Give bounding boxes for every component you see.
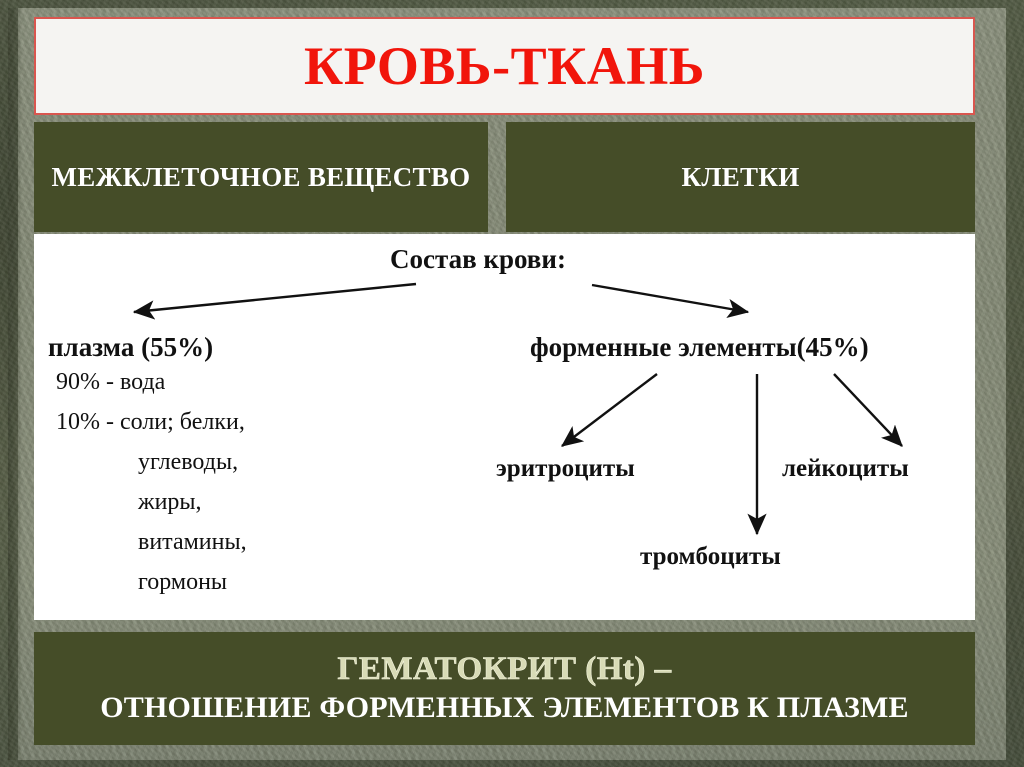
arrow-root-to-plasma (132, 282, 417, 320)
header-label-intercellular-substance: МЕЖКЛЕТОЧНОЕ ВЕЩЕСТВО (51, 161, 471, 192)
arrow-formed-to-leukocytes (833, 373, 903, 447)
plasma-composition-list: 90% - вода 10% - соли; белки, углеводы, … (56, 370, 247, 610)
list-item: 10% - соли; белки, (56, 409, 245, 435)
list-item: витамины, (138, 529, 247, 555)
footer-banner: ГЕМАТОКРИТ (Ht) – ОТНОШЕНИЕ ФОРМЕННЫХ ЭЛ… (34, 632, 975, 745)
arrow-root-to-formed-elements (591, 283, 750, 318)
list-item: жиры, (138, 489, 202, 515)
diagram-label-leukocytes: лейкоциты (782, 455, 909, 482)
page-title: КРОВЬ-ТКАНЬ (304, 36, 705, 96)
title-box: КРОВЬ-ТКАНЬ (34, 17, 975, 115)
header-box-intercellular-substance: МЕЖКЛЕТОЧНОЕ ВЕЩЕСТВО (34, 122, 488, 232)
header-label-cells: КЛЕТКИ (681, 161, 800, 192)
arrow-formed-to-erythrocytes (561, 373, 658, 447)
footer-line-definition: ОТНОШЕНИЕ ФОРМЕННЫХ ЭЛЕМЕНТОВ К ПЛАЗМЕ (100, 691, 909, 725)
header-box-cells: КЛЕТКИ (506, 122, 975, 232)
diagram-label-formed-elements: форменные элементы(45%) (530, 332, 869, 362)
list-item: 90% - вода (56, 369, 166, 395)
diagram-panel: Состав крови: плазма (55%) форменные эле… (34, 234, 975, 620)
diagram-arrows (132, 282, 903, 536)
footer-line-hematocrit: ГЕМАТОКРИТ (Ht) – (337, 651, 672, 688)
list-item: гормоны (138, 569, 228, 595)
diagram-label-thrombocytes: тромбоциты (640, 543, 781, 570)
diagram-label-erythrocytes: эритроциты (496, 455, 635, 482)
list-item: углеводы, (138, 449, 239, 475)
diagram-root-label: Состав крови: (390, 244, 566, 274)
diagram-label-plasma: плазма (55%) (48, 332, 214, 362)
